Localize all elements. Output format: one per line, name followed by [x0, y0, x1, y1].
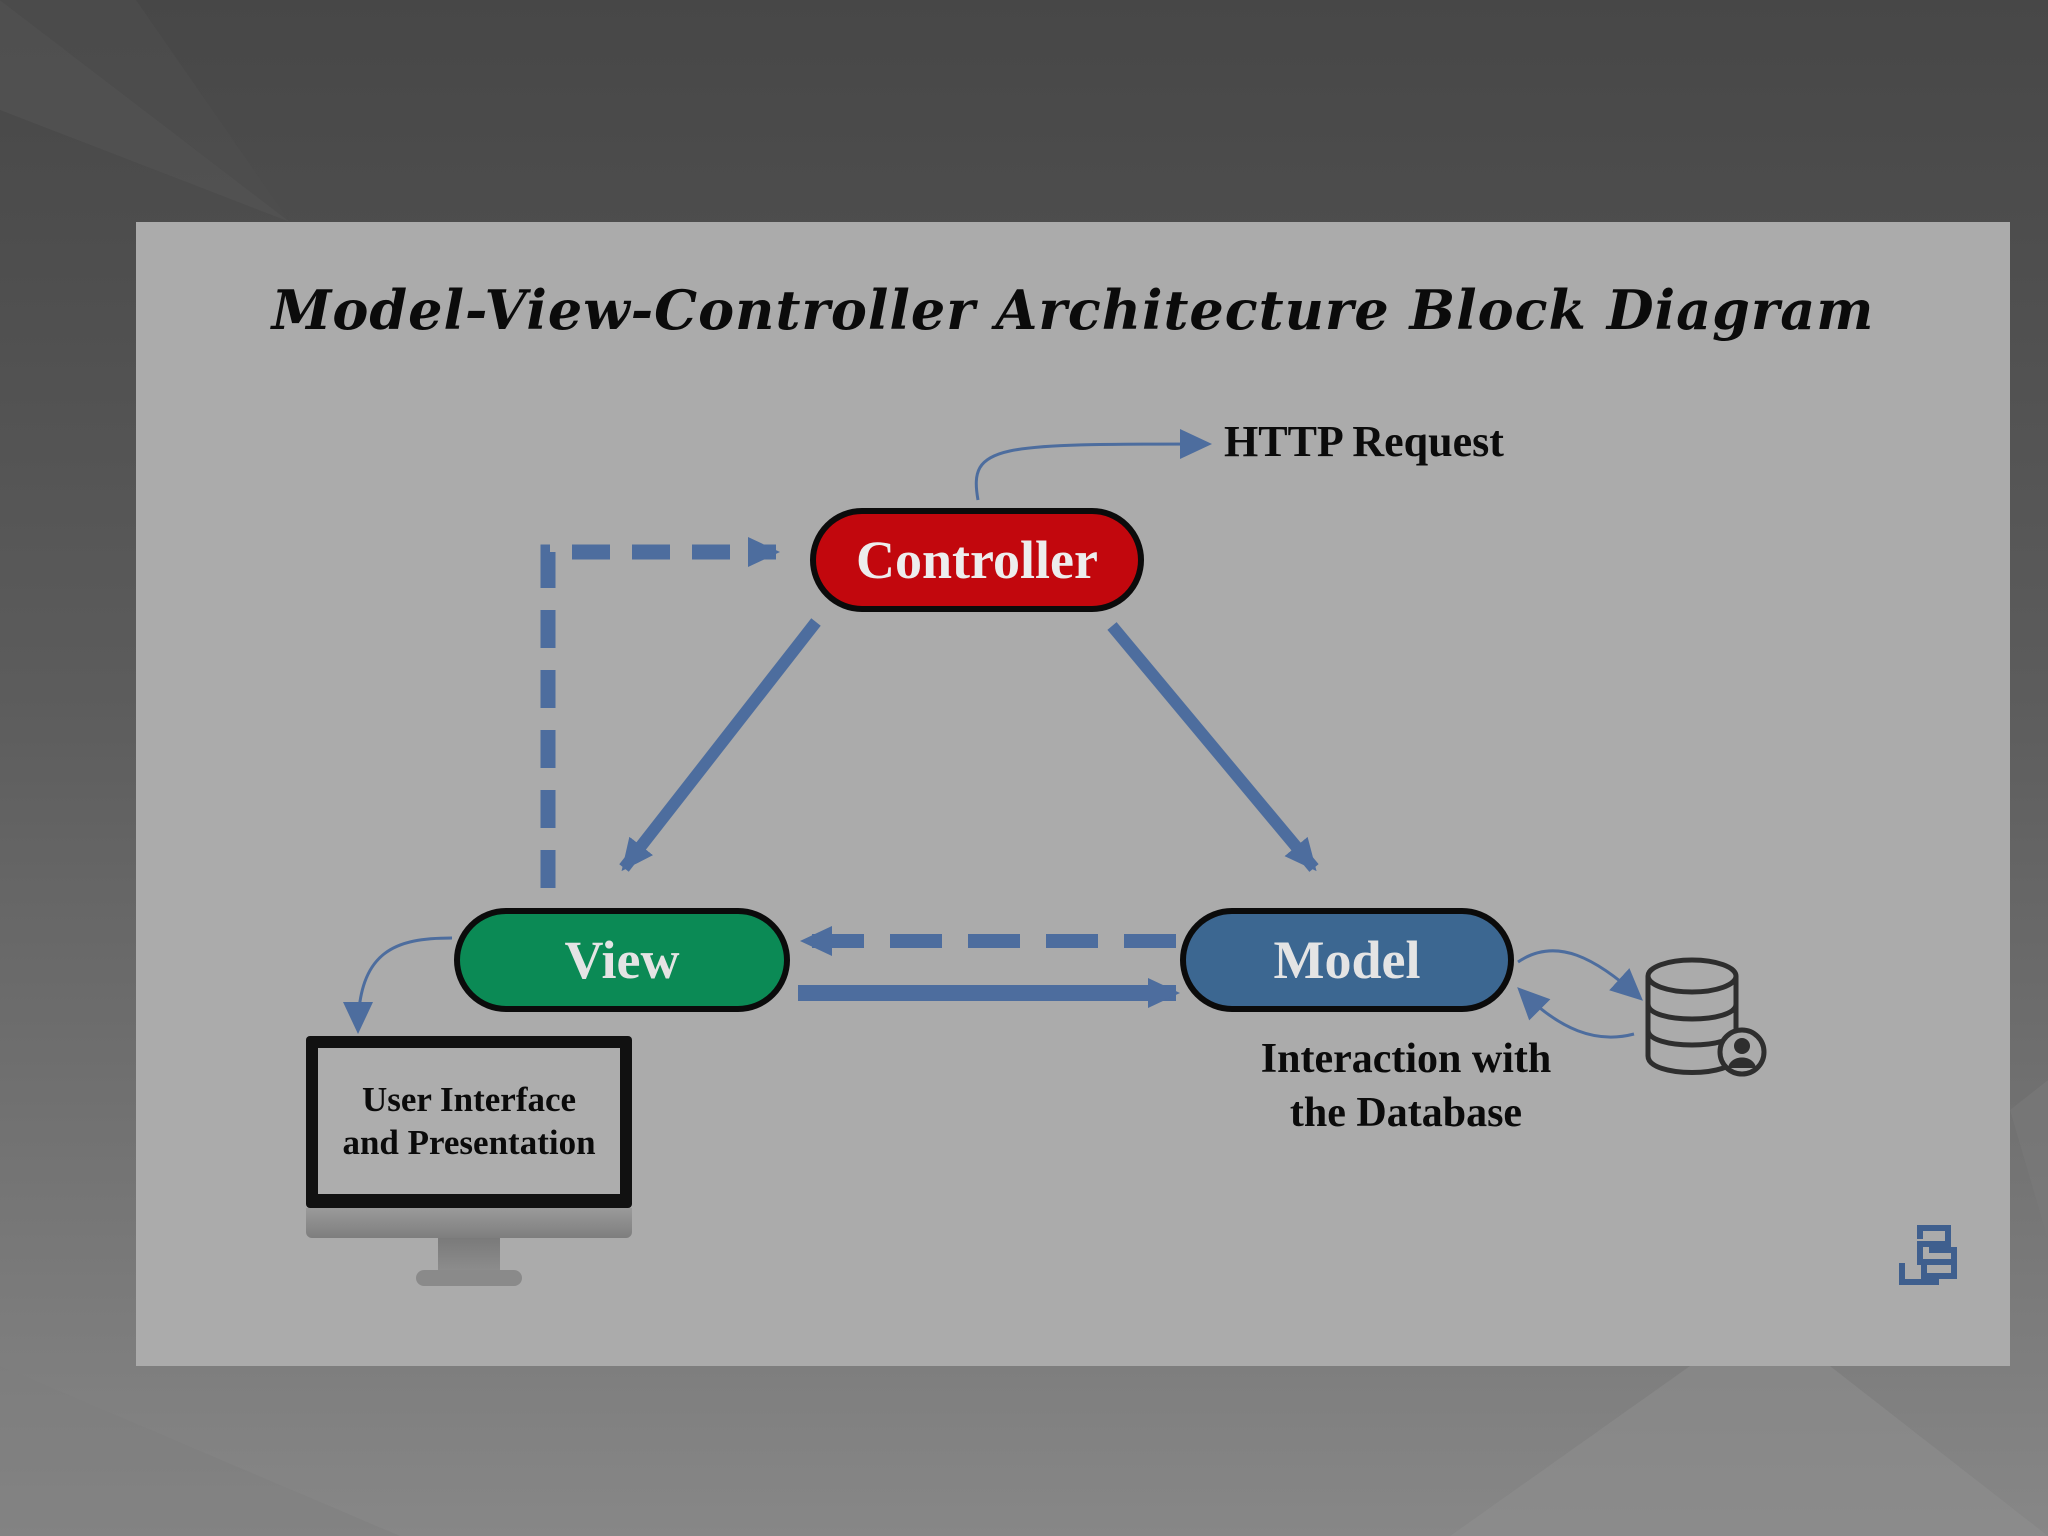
http-request-label: HTTP Request: [1224, 417, 1504, 466]
ui-presentation-label: User Interface and Presentation: [318, 1048, 620, 1194]
view-node: View: [454, 908, 790, 1012]
database-interaction-label: Interaction with the Database: [1236, 1032, 1576, 1140]
monitor-stand: [438, 1238, 500, 1274]
controller-to-model-arrow: [1107, 622, 1319, 872]
ui-label-line-2: and Presentation: [342, 1123, 596, 1162]
database-interaction-line-1: Interaction with: [1260, 1036, 1552, 1082]
monitor-screen: User Interface and Presentation: [306, 1036, 632, 1208]
controller-label: Controller: [856, 530, 1098, 590]
view-to-controller-dashed-arrow: [540, 537, 780, 888]
model-to-database-arrow: [1517, 949, 1643, 1001]
monitor-base: [416, 1270, 522, 1286]
monitor-icon: User Interface and Presentation: [306, 1036, 632, 1286]
diagram-connectors: [343, 429, 1957, 1285]
database-to-model-arrow: [1517, 987, 1635, 1039]
diagram-title: Model-View-Controller Architecture Block…: [271, 278, 1875, 342]
controller-node: Controller: [810, 508, 1144, 612]
http-request-arrow: [974, 429, 1212, 501]
brand-logo-icon: [1899, 1225, 1957, 1285]
database-user-icon: [1645, 957, 1767, 1077]
diagram-slide: Model-View-Controller Architecture Block…: [136, 222, 2010, 1366]
database-interaction-line-2: the Database: [1289, 1090, 1523, 1136]
view-to-ui-arrow: [343, 936, 453, 1034]
model-node: Model: [1180, 908, 1514, 1012]
monitor-chin: [306, 1208, 632, 1238]
controller-to-view-arrow: [619, 618, 821, 872]
model-label: Model: [1273, 930, 1421, 990]
ui-label-line-1: User Interface: [361, 1080, 577, 1119]
view-label: View: [564, 930, 680, 990]
